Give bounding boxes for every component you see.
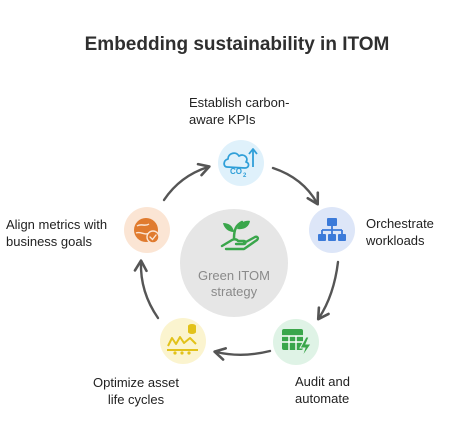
arrow-metrics-to-kpis	[162, 162, 211, 202]
center-circle	[180, 209, 288, 317]
spreadsheet-bolt-icon	[282, 329, 312, 358]
step-node-audit	[273, 319, 319, 365]
co2-cloud-icon: CO 2	[223, 148, 258, 179]
arrow-audit-to-assets	[213, 347, 272, 361]
step-node-assets	[160, 318, 206, 364]
step-label-workloads: Orchestrate workloads	[366, 216, 434, 248]
arrow-assets-to-metrics	[133, 259, 160, 320]
step-node-kpis: CO 2	[218, 140, 264, 186]
arrow-workloads-to-audit	[316, 260, 340, 321]
arrow-kpis-to-workloads	[271, 166, 320, 206]
diagram-title: Embedding sustainability in ITOM	[84, 34, 390, 55]
sprout-hand-icon	[220, 220, 260, 251]
svg-text:CO: CO	[230, 167, 242, 176]
asset-lifecycle-icon	[167, 324, 198, 355]
center-label: Green ITOM strategy	[197, 268, 270, 299]
globe-check-icon	[134, 218, 160, 244]
step-label-assets: Optimize asset life cycles	[93, 375, 179, 407]
svg-text:2: 2	[243, 173, 247, 179]
step-label-kpis: Establish carbon- aware KPIs	[189, 95, 290, 127]
workflow-hierarchy-icon	[318, 218, 346, 241]
step-label-metrics: Align metrics with business goals	[6, 217, 108, 249]
step-label-audit: Audit and automate	[295, 374, 350, 406]
step-node-workloads	[309, 207, 355, 253]
step-node-metrics	[124, 207, 170, 253]
